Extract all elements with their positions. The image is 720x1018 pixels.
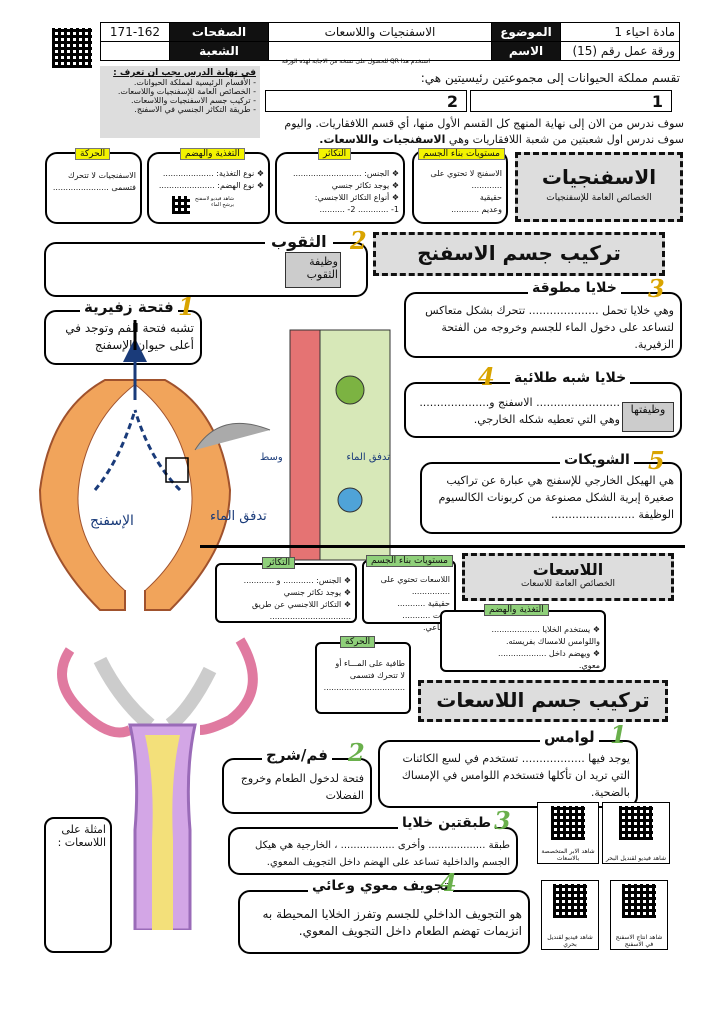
tentacles-number: 1 bbox=[610, 720, 627, 749]
feeding-qr-code[interactable] bbox=[172, 196, 190, 214]
sponge-structure-title: تركيب جسم الاسفنج bbox=[373, 232, 665, 276]
collar-box: وهي خلايا تحمل .................... تتحر… bbox=[404, 292, 682, 358]
cnidaria-levels-tag: مستويات بناء الجسم bbox=[366, 555, 453, 567]
sponges-subtitle: الخصائص العامة للإسفنجيات bbox=[546, 193, 652, 203]
cnidaria-movement-tag: الحركة bbox=[340, 636, 376, 648]
cnidaria-repro-tag: التكاثر bbox=[262, 557, 296, 569]
layers-title: طبقتين خلايا bbox=[398, 815, 496, 831]
pores-number: 2 bbox=[350, 226, 367, 255]
name-label: الاسم bbox=[491, 41, 561, 61]
intro-line1: تقسم مملكة الحيوانات إلى مجموعتين رئيسيت… bbox=[420, 71, 680, 85]
cnidaria-structure-title: تركيب جسم اللاسعات bbox=[418, 680, 668, 722]
qr-note: استخدم هذا QR للحصول على نسخة من الاجابة… bbox=[281, 58, 430, 65]
objectives-box: في نهاية الدرس يجب ان تعرف : - الأقسام ا… bbox=[100, 66, 260, 138]
topic-label: الموضوع bbox=[491, 22, 561, 42]
collar-number: 3 bbox=[648, 274, 665, 303]
spicules-title: الشويكات bbox=[560, 452, 634, 468]
qr-stinging-cells[interactable]: شاهد الابر المتخصصة بالاسعات bbox=[537, 802, 599, 864]
header-table: مادة احياء 1 الموضوع الاسفنجيات واللاسعا… bbox=[100, 22, 680, 61]
cnidaria-title-box: اللاسعات الخصائص العامة للاسعات bbox=[462, 553, 674, 601]
osculum-title: فتحة زفيرية bbox=[80, 298, 178, 316]
sponge-label: الإسفنج bbox=[90, 513, 134, 529]
spicules-number: 5 bbox=[648, 446, 665, 475]
objective-item: - الأقسام الرئيسية لمملكة الحيوانات. bbox=[133, 78, 256, 87]
tentacles-box: يوجد فيها .................. تستخدم في ل… bbox=[378, 740, 638, 808]
sponge-diagram: تدفق الماء وسط تدفق الماء الإسفنج bbox=[38, 320, 391, 611]
mouth-box: فتحة لدخول الطعام وخروج الفضلات bbox=[222, 758, 372, 814]
cavity-box: هو التجويف الداخلي للجسم وتفرز الخلايا ا… bbox=[238, 890, 530, 954]
intro-line3: سوف ندرس اول شعبتين من شعبة اللافقاريات … bbox=[319, 133, 684, 146]
mouth-title: فم/شرج bbox=[262, 746, 332, 764]
topic: الاسفنجيات واللاسعات bbox=[268, 22, 492, 42]
objective-item: - طريقة التكاثر الجنسي في الاسفنج. bbox=[134, 105, 256, 114]
division-label: الشعبة bbox=[169, 41, 269, 61]
sponges-title: الاسفنجيات bbox=[541, 165, 657, 189]
water-in-label-2: تدفق الماء bbox=[346, 452, 390, 463]
division-field[interactable] bbox=[100, 41, 170, 61]
sponges-title-box: الاسفنجيات الخصائص العامة للإسفنجيات bbox=[515, 152, 683, 222]
worksheet: ورقة عمل رقم (15) bbox=[560, 41, 680, 61]
tentacles-title: لوامس bbox=[540, 728, 599, 746]
qr-jellyfish[interactable]: شاهد فيديو لقنديل البحر bbox=[602, 802, 670, 864]
pores-function: وظيفة الثقوب bbox=[285, 252, 341, 288]
qr-sponge-reproduction[interactable]: شاهد انتاج الاسفنج في الاسفنج bbox=[610, 880, 668, 950]
repro-tag: التكاثر bbox=[318, 148, 352, 160]
subject: مادة احياء 1 bbox=[560, 22, 680, 42]
pages: 171-162 bbox=[100, 22, 170, 42]
water-in-label: تدفق الماء bbox=[210, 509, 267, 524]
cnidaria-feeding-box: ❖ يستخدم الخلايا ...................والل… bbox=[440, 610, 606, 672]
sponge-feeding-box: ❖ نوع التغذية: ....................❖ نوع… bbox=[147, 152, 270, 224]
answer-box-2[interactable]: 2 bbox=[265, 90, 467, 112]
inside-label: وسط bbox=[260, 452, 283, 463]
box-number: 2 bbox=[446, 92, 458, 111]
epi-function: وظيفتها bbox=[622, 402, 674, 432]
feeding-qr-caption: شاهد فيديو لاسفنج يرشح الماء bbox=[195, 196, 234, 208]
name-field[interactable] bbox=[268, 41, 492, 61]
pages-label: الصفحات bbox=[169, 22, 269, 42]
section-divider bbox=[200, 545, 685, 548]
cavity-title: تجويف معوي وعائي bbox=[308, 878, 453, 894]
layers-box: طبقة .................. وأخرى ..........… bbox=[228, 827, 518, 875]
collar-title: خلايا مطوقة bbox=[528, 280, 621, 296]
cnidaria-repro-box: ❖ الجنس: ............ و ............❖ يو… bbox=[215, 563, 357, 623]
sponge-repro-box: ❖ الجنس: ...........................❖ يو… bbox=[275, 152, 405, 224]
mouth-number: 2 bbox=[348, 738, 365, 767]
spicules-box: هي الهيكل الخارجي للإسفنج هي عبارة عن تر… bbox=[420, 462, 682, 534]
osculum-number: 1 bbox=[178, 292, 195, 321]
cnidaria-feeding-tag: التغذية والهضم bbox=[484, 604, 549, 616]
cavity-number: 4 bbox=[440, 868, 457, 897]
objective-item: - تركيب جسم الاسفنجيات واللاسعات. bbox=[130, 96, 256, 105]
answer-qr-code[interactable] bbox=[52, 28, 92, 68]
levels-tag: مستويات بناء الجسم bbox=[418, 148, 505, 160]
epi-number: 4 bbox=[478, 362, 495, 391]
movement-tag: الحركة bbox=[75, 148, 111, 160]
intro-line2: سوف ندرس من الان إلى نهاية المنهج كل الق… bbox=[284, 117, 684, 130]
box-number: 1 bbox=[651, 92, 663, 111]
feeding-tag: التغذية والهضم bbox=[180, 148, 245, 160]
examples-box: امثلة على اللاسعات : bbox=[44, 817, 112, 953]
qr-jellyfish-2[interactable]: شاهد فيديو لقنديل بحري bbox=[541, 880, 599, 950]
hydra-diagram bbox=[57, 637, 258, 930]
objective-item: - الخصائص العامة للإسفنجيات واللاسعات. bbox=[117, 87, 256, 96]
answer-box-1[interactable]: 1 bbox=[470, 90, 672, 112]
pores-title: الثقوب bbox=[265, 232, 333, 251]
objectives-title: في نهاية الدرس يجب ان تعرف : bbox=[113, 68, 256, 78]
layers-number: 3 bbox=[494, 806, 511, 835]
epi-title: خلايا شبه طلائية bbox=[510, 370, 631, 386]
